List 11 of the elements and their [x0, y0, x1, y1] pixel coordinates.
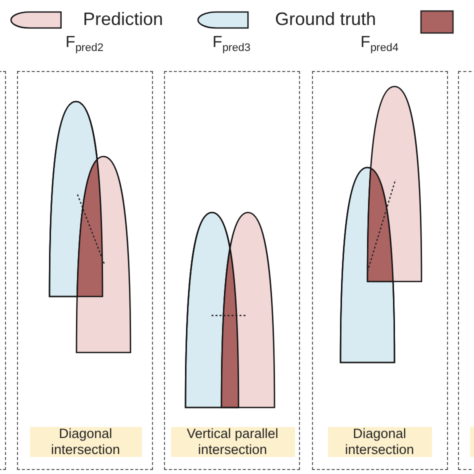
legend-label: Prediction [83, 9, 164, 30]
caption-text: Vertical parallel intersection [186, 426, 280, 458]
panel-heading: F$_{pred2}$ [66, 34, 104, 54]
caption-text: Diagonal intersection [50, 426, 122, 458]
caption-box [30, 426, 142, 456]
caption-text: Diagonal intersection [344, 426, 416, 458]
caption-box [170, 426, 294, 456]
panel-heading: F$_{pred3}$ [212, 34, 250, 54]
legend-label: Ground truth [275, 9, 376, 30]
caption-box [328, 426, 432, 456]
panel-heading: F$_{pred4}$ [360, 34, 398, 54]
